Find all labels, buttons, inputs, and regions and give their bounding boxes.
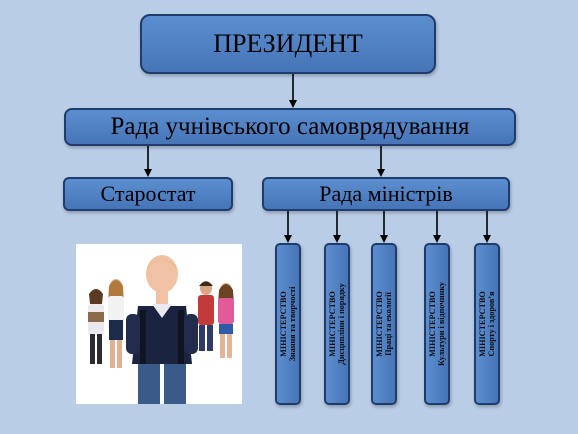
ministers-council-label: Рада міністрів bbox=[319, 181, 453, 206]
president-box: ПРЕЗИДЕНТ bbox=[140, 14, 436, 74]
student-council-label: Рада учнівського самоврядування bbox=[110, 113, 470, 140]
student-figure-right-2 bbox=[218, 283, 234, 358]
ministry-knowledge-box: МІНІСТЕРСТВО Знання та творчості bbox=[275, 243, 301, 405]
ministry-title: МІНІСТЕРСТВО bbox=[478, 291, 487, 357]
ministry-title: МІНІСТЕРСТВО bbox=[328, 291, 337, 357]
ministry-subtitle: Культури і відпочинку bbox=[437, 281, 446, 367]
students-illustration bbox=[76, 244, 242, 404]
ministry-labor-box: МІНІСТЕРСТВО Праці та екології bbox=[371, 243, 397, 405]
ministry-culture-box: МІНІСТЕРСТВО Культури і відпочинку bbox=[424, 243, 450, 405]
ministry-subtitle: Дисципліни і порядку bbox=[337, 283, 346, 365]
president-label: ПРЕЗИДЕНТ bbox=[213, 29, 363, 58]
ministry-sport-box: МІНІСТЕРСТВО Спорту і здоров’я bbox=[474, 243, 500, 405]
ministry-subtitle: Знання та творчості bbox=[288, 286, 297, 362]
ministry-subtitle: Праці та екології bbox=[384, 292, 393, 356]
student-figure-left-2 bbox=[108, 279, 124, 368]
ministry-title: МІНІСТЕРСТВО bbox=[279, 291, 288, 357]
starostat-label: Старостат bbox=[100, 181, 196, 206]
student-council-box: Рада учнівського самоврядування bbox=[64, 108, 516, 146]
ministers-council-box: Рада міністрів bbox=[262, 177, 510, 211]
starostat-box: Старостат bbox=[63, 177, 233, 211]
ministry-subtitle: Спорту і здоров’я bbox=[487, 291, 496, 357]
ministry-title: МІНІСТЕРСТВО bbox=[375, 291, 384, 357]
ministry-discipline-box: МІНІСТЕРСТВО Дисципліни і порядку bbox=[324, 243, 350, 405]
student-figure-main bbox=[126, 255, 198, 404]
student-figure-left bbox=[88, 289, 104, 364]
students-photo bbox=[76, 244, 242, 404]
student-figure-right bbox=[198, 281, 214, 351]
ministry-title: МІНІСТЕРСТВО bbox=[428, 291, 437, 357]
